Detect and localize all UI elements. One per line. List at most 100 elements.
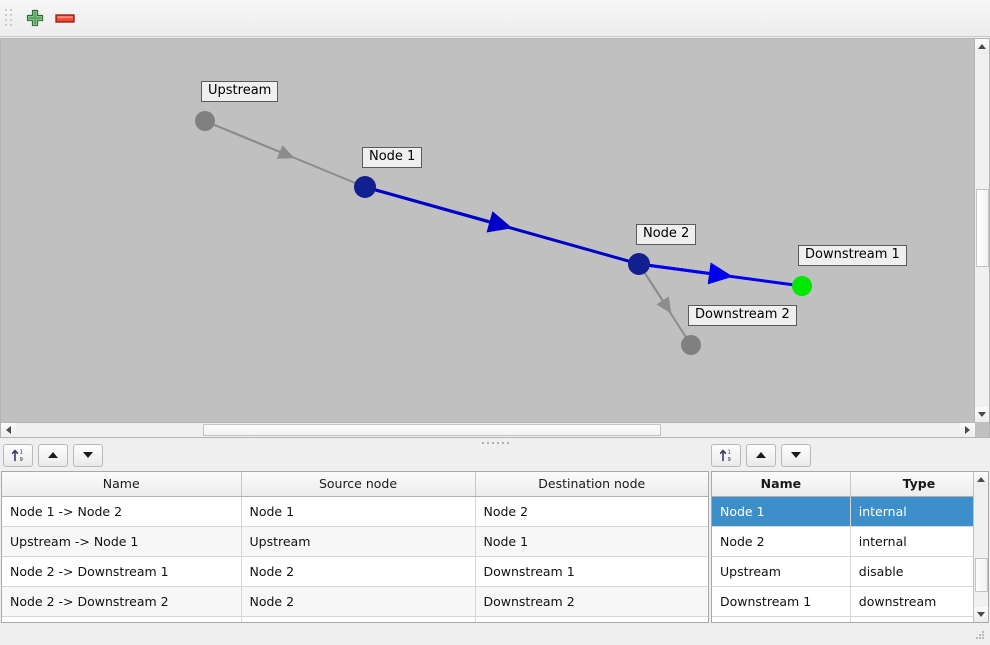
scroll-left-icon[interactable] [1, 423, 16, 437]
edge-name: Node 2 -> Downstream 2 [2, 586, 242, 617]
scroll-down-icon[interactable] [975, 407, 989, 422]
svg-text:9: 9 [20, 457, 23, 463]
panel-splitter[interactable] [0, 439, 990, 446]
edge-destination: Node 2 [475, 496, 708, 527]
empty-cell [2, 616, 242, 622]
edge-source: Node 2 [241, 556, 476, 587]
move-down-icon [83, 452, 93, 458]
edges-col-name[interactable]: Name [2, 472, 242, 497]
table-row[interactable]: Upstream -> Node 1 Upstream Node 1 [2, 526, 708, 557]
drag-grip[interactable] [4, 7, 14, 29]
edges-table[interactable]: Name Source node Destination node Node 1… [2, 472, 708, 622]
edge-name: Upstream -> Node 1 [2, 526, 242, 557]
main-toolbar [0, 0, 990, 37]
edge-name: Node 1 -> Node 2 [2, 496, 242, 527]
table-row[interactable]: Downstream 1 downstream [712, 586, 988, 617]
move-up-icon [756, 452, 766, 458]
scroll-up-icon[interactable] [974, 472, 988, 487]
node-name: Downstream 1 [712, 586, 851, 617]
node-type: internal [850, 496, 988, 527]
edges-table-header-row: Name Source node Destination node [2, 472, 708, 497]
table-row[interactable]: Upstream disable [712, 556, 988, 587]
scroll-up-icon[interactable] [975, 39, 989, 54]
graph-edge-node1-node2[interactable] [364, 185, 640, 266]
nodes-col-type[interactable]: Type [850, 472, 988, 497]
graph-edge-node2-downstream1[interactable] [638, 262, 803, 288]
graph-view[interactable]: Upstream Node 1 Node 2 Downstream 1 Down… [0, 38, 990, 438]
graph-hscroll-thumb[interactable] [203, 424, 661, 436]
graph-horizontal-scrollbar[interactable] [1, 422, 975, 437]
node-name: Node 2 [712, 526, 851, 557]
remove-node-button[interactable] [50, 4, 80, 32]
plus-icon [26, 9, 44, 27]
graph-label-upstream[interactable]: Upstream [201, 81, 279, 102]
graph-label-node1[interactable]: Node 1 [362, 147, 423, 168]
empty-cell [850, 616, 988, 622]
add-node-button[interactable] [20, 4, 50, 32]
nodes-table-scroll-thumb[interactable] [975, 558, 988, 592]
graph-label-node2[interactable]: Node 2 [636, 224, 697, 245]
nodes-col-name[interactable]: Name [712, 472, 851, 497]
svg-text:9: 9 [728, 457, 731, 463]
sort-icon: 1 9 [11, 449, 23, 463]
table-row[interactable]: Node 2 -> Downstream 2 Node 2 Downstream… [2, 586, 708, 617]
node-name: Node 1 [712, 496, 851, 527]
graph-edge-upstream-node1[interactable] [204, 120, 366, 188]
window-resize-grip[interactable] [976, 631, 988, 643]
edges-col-source[interactable]: Source node [241, 472, 476, 497]
table-row[interactable]: Node 2 internal [712, 526, 988, 557]
graph-node-downstream1[interactable] [792, 276, 812, 296]
edges-sort-button[interactable]: 1 9 [3, 443, 33, 467]
graph-edge-node2-downstream2[interactable] [638, 263, 692, 346]
graph-canvas[interactable] [1, 39, 975, 422]
empty-cell [241, 616, 476, 622]
edge-name: Node 2 -> Downstream 1 [2, 556, 242, 587]
table-row[interactable]: Node 1 internal [712, 496, 988, 527]
table-row[interactable]: Node 2 -> Downstream 1 Node 2 Downstream… [2, 556, 708, 587]
nodes-button-bar: 1 9 [711, 443, 811, 467]
nodes-move-up-button[interactable] [746, 443, 776, 467]
nodes-table-scrollbar[interactable] [973, 472, 988, 622]
edge-source: Node 2 [241, 586, 476, 617]
nodes-sort-button[interactable]: 1 9 [711, 443, 741, 467]
node-name: Upstream [712, 556, 851, 587]
nodes-table-header-row: Name Type [712, 472, 988, 497]
graph-label-downstream2[interactable]: Downstream 2 [688, 305, 797, 326]
node-type: disable [850, 556, 988, 587]
nodes-table-panel[interactable]: Name Type Node 1 internal Node 2 interna… [711, 471, 989, 623]
graph-label-downstream1[interactable]: Downstream 1 [798, 245, 907, 266]
edge-destination: Downstream 2 [475, 586, 708, 617]
empty-cell [475, 616, 708, 622]
graph-node-downstream2[interactable] [681, 335, 701, 355]
edges-button-bar: 1 9 [3, 443, 103, 467]
graph-vscroll-thumb[interactable] [976, 189, 989, 267]
edges-col-destination[interactable]: Destination node [475, 472, 708, 497]
splitter-grip [481, 441, 509, 444]
move-up-icon [48, 452, 58, 458]
nodes-table[interactable]: Name Type Node 1 internal Node 2 interna… [712, 472, 988, 622]
nodes-move-down-button[interactable] [781, 443, 811, 467]
table-row[interactable]: Node 1 -> Node 2 Node 1 Node 2 [2, 496, 708, 527]
move-down-icon [791, 452, 801, 458]
edge-destination: Downstream 1 [475, 556, 708, 587]
edges-move-down-button[interactable] [73, 443, 103, 467]
svg-text:1: 1 [728, 449, 731, 455]
node-type: internal [850, 526, 988, 557]
nodes-table-empty-row [712, 616, 988, 622]
edges-move-up-button[interactable] [38, 443, 68, 467]
edge-source: Upstream [241, 526, 476, 557]
svg-text:1: 1 [20, 449, 23, 455]
sort-icon: 1 9 [719, 449, 731, 463]
scroll-right-icon[interactable] [960, 423, 975, 437]
edges-table-panel[interactable]: Name Source node Destination node Node 1… [1, 471, 709, 623]
scroll-down-icon[interactable] [974, 607, 988, 622]
edge-destination: Node 1 [475, 526, 708, 557]
graph-vertical-scrollbar[interactable] [974, 39, 989, 422]
graph-node-node2[interactable] [628, 253, 650, 275]
graph-node-upstream[interactable] [195, 111, 215, 131]
minus-icon [55, 14, 75, 23]
graph-node-node1[interactable] [354, 176, 376, 198]
edges-table-empty-row [2, 616, 708, 622]
node-type: downstream [850, 586, 988, 617]
